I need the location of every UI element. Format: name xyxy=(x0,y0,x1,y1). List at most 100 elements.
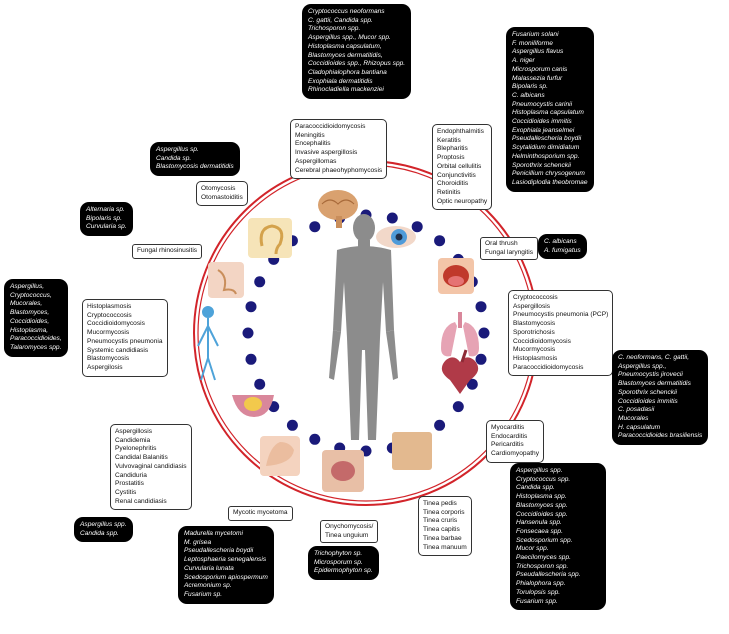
pathogen-item: Fusarium sp. xyxy=(184,590,223,598)
skin-pathogens-box: Aspergillus spp. Cryptococcus spp. Candi… xyxy=(510,463,606,611)
disease-item: Myocarditis xyxy=(491,424,525,431)
pathogen-item: F. moniliforme xyxy=(512,39,553,47)
pathogen-item: Penicillium chrysogenum xyxy=(512,170,585,178)
pathogen-item: A. fumigatus xyxy=(544,246,581,254)
eye-diseases-box: Endophthalmitis Keratitis Blepharitis Pr… xyxy=(432,124,493,211)
pathogen-item: Cladophialophora bantiana xyxy=(308,68,387,76)
pathogen-item: Lasiodiplodia theobromae xyxy=(512,178,588,186)
blood-diseases-box: Histoplasmosis Cryptococcosis Coccidioid… xyxy=(82,299,168,377)
disease-item: Aspergillomas xyxy=(295,157,337,165)
ear-diseases-box: Otomycosis Otomastoiditis xyxy=(196,181,248,207)
pathogen-item: C. gattii, Candida spp. xyxy=(308,16,373,24)
pathogen-item: Aspergillus spp., Mucor spp. xyxy=(308,34,391,42)
disease-item: Tinea manuum xyxy=(423,543,467,551)
disease-item: Aspergillosis xyxy=(115,428,153,435)
disease-item: Paracoccidioidomycosis xyxy=(513,363,584,371)
disease-item: Tinea capitis xyxy=(423,526,460,534)
mouth-pathogens-box: C. albicans A. fumigatus xyxy=(538,234,587,260)
disease-item: Systemic candidiasis xyxy=(87,346,149,354)
pathogen-item: Paecilomyces spp. xyxy=(516,554,571,562)
sinus-diseases-box: Fungal rhinosinusitis xyxy=(132,244,203,259)
mouth-icon xyxy=(438,258,474,294)
disease-item: Encephalitis xyxy=(295,140,331,148)
pathogen-item: H. capsulatum xyxy=(618,423,661,431)
pathogen-item: Microsporum canis xyxy=(512,65,568,73)
brain-icon xyxy=(318,190,358,228)
disease-item: Tinea corporis xyxy=(423,508,465,516)
blood-vessels-icon xyxy=(197,306,219,381)
disease-item: Blastomycosis xyxy=(87,355,130,363)
urinary-diseases-box: Aspergillosis Candidemia Pyelonephritis … xyxy=(110,424,192,511)
pathogen-item: Mucor spp. xyxy=(516,545,549,553)
heart-diseases-box: Myocarditis Endocarditis Pericarditis Ca… xyxy=(486,420,545,463)
pathogen-item: Hansenula spp. xyxy=(516,519,562,527)
ring-dot xyxy=(475,353,487,365)
pathogen-item: Pseudallescheria boydii xyxy=(184,547,254,555)
ring-dot xyxy=(245,353,257,365)
pathogen-item: Paracoccidioides, xyxy=(10,335,62,343)
pathogen-item: Trichophyton sp. xyxy=(314,550,363,557)
ear-icon xyxy=(248,218,292,258)
disease-item: Orbital cellulitis xyxy=(437,162,482,170)
human-body-icon xyxy=(329,214,398,440)
disease-item: Coccidioidomycosis xyxy=(513,337,571,345)
pathogen-item: Trichosporon spp. xyxy=(516,562,569,570)
pathogen-item: Fonsecaea spp. xyxy=(516,527,563,535)
brain-diseases-box: Paracoccidioidomycosis Meningitis Enceph… xyxy=(290,119,388,180)
eye-pathogens-box: Fusarium solani F. moniliforme Aspergill… xyxy=(506,27,594,192)
pathogen-item: Aspergillus sp. xyxy=(156,146,199,153)
disease-item: Prostatitis xyxy=(115,480,144,488)
ring-dot xyxy=(242,327,254,339)
ring-dot xyxy=(434,235,446,247)
pathogen-item: Bipolaris sp. xyxy=(86,214,122,222)
pathogen-item: Blastomyces, xyxy=(10,309,50,317)
disease-item: Choroiditis xyxy=(437,180,469,188)
disease-item: Cerebral phaeohyphomycosis xyxy=(295,166,383,174)
eye-icon xyxy=(376,226,416,248)
pathogen-item: Curvularia lunata xyxy=(184,564,234,572)
skin-icon xyxy=(392,432,432,470)
pathogen-item: C. neoformans, C. gattii, xyxy=(618,354,690,361)
pathogen-item: Phialophora spp. xyxy=(516,580,566,588)
pathogen-item: Rhinocladiella mackenziei xyxy=(308,86,384,94)
disease-item: Proptosis xyxy=(437,154,465,162)
skin-diseases-box: Tinea pedis Tinea corporis Tinea cruris … xyxy=(418,496,472,557)
pathogen-item: Blastomyces dermatitidis, xyxy=(308,51,383,59)
disease-item: Retinitis xyxy=(437,188,461,196)
pathogen-item: Helminthosporium spp. xyxy=(512,152,580,160)
disease-item: Blepharitis xyxy=(437,145,468,153)
pathogen-item: Microsporum sp. xyxy=(314,558,363,566)
pathogen-item: Aspergillus, xyxy=(10,283,45,290)
disease-item: Conjunctivitis xyxy=(437,171,476,179)
pathogen-item: Aspergillus flavus xyxy=(512,48,564,56)
pathogen-item: Mucorales xyxy=(618,414,649,422)
pathogen-item: Fusarium spp. xyxy=(516,597,558,605)
pathogen-item: Mucorales, xyxy=(10,300,43,308)
disease-item: Mucormycosis xyxy=(87,329,130,337)
pathogen-item: Cryptococcus spp. xyxy=(516,475,571,483)
disease-item: Candidemia xyxy=(115,436,151,444)
disease-item: Otomastoiditis xyxy=(201,193,243,201)
pathogen-item: C. posadasii xyxy=(618,406,655,414)
disease-item: Invasive aspergillosis xyxy=(295,149,358,157)
pathogen-item: Scedosporium spp. xyxy=(516,536,573,544)
nasal-sinus-icon xyxy=(208,262,244,298)
pathogen-item: Blastomycosis dermatitidis xyxy=(156,163,234,171)
urinary-system-icon xyxy=(232,395,274,417)
pathogen-item: Blastomyces spp. xyxy=(516,501,568,509)
pathogen-item: Epidermophyton sp. xyxy=(314,567,373,575)
disease-item: Histoplasmosis xyxy=(513,354,558,362)
disease-item: Optic neuropathy xyxy=(437,197,488,205)
disease-item: Endocarditis xyxy=(491,432,528,440)
pathogen-item: Histoplasma capsulatum xyxy=(512,109,584,117)
disease-item: Cryptococcosis xyxy=(87,311,132,319)
pathogen-item: Torulopsis spp. xyxy=(516,588,561,596)
pathogen-item: Malassezia furfur xyxy=(512,74,563,82)
nail-pathogens-box: Trichophyton sp. Microsporum sp. Epiderm… xyxy=(308,546,379,581)
sinus-pathogens-box: Alternaria sp. Bipolaris sp. Curvularia … xyxy=(80,202,133,237)
disease-item: Cystitis xyxy=(115,488,137,496)
ring-dot xyxy=(411,221,423,233)
disease-item: Candidal Balanitis xyxy=(115,454,168,462)
blood-pathogens-box: Aspergillus, Cryptococcus, Mucorales, Bl… xyxy=(4,279,68,357)
